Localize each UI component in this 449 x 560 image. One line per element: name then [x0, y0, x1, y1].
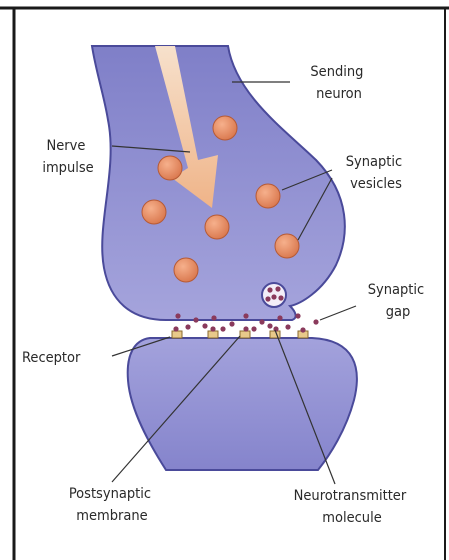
- label-neurotransmitter-molecule: Neurotransmitter molecule: [294, 488, 411, 526]
- label-synaptic-gap: Synaptic gap: [368, 282, 429, 320]
- vesicle: [142, 200, 166, 224]
- receptor-site: [240, 331, 250, 338]
- receptors: [172, 331, 308, 338]
- vesicle: [205, 215, 229, 239]
- receptor-site: [270, 331, 280, 338]
- label-nerve-impulse: Nerve impulse: [42, 138, 93, 176]
- label-postsynaptic-membrane: Postsynaptic membrane: [69, 486, 155, 524]
- receptor-site: [172, 331, 182, 338]
- label-receptor: Receptor: [22, 350, 81, 366]
- leader-synaptic-gap: [320, 306, 356, 320]
- sending-neuron-body: [92, 46, 345, 320]
- postsynaptic-neuron-body: [128, 338, 357, 470]
- fusing-vesicle: [262, 283, 286, 307]
- vesicle: [275, 234, 299, 258]
- vesicle: [256, 184, 280, 208]
- vesicle: [213, 116, 237, 140]
- vesicle: [158, 156, 182, 180]
- label-synaptic-vesicles: Synaptic vesicles: [346, 154, 407, 192]
- receptor-site: [208, 331, 218, 338]
- vesicle: [174, 258, 198, 282]
- label-sending-neuron: Sending neuron: [310, 64, 367, 102]
